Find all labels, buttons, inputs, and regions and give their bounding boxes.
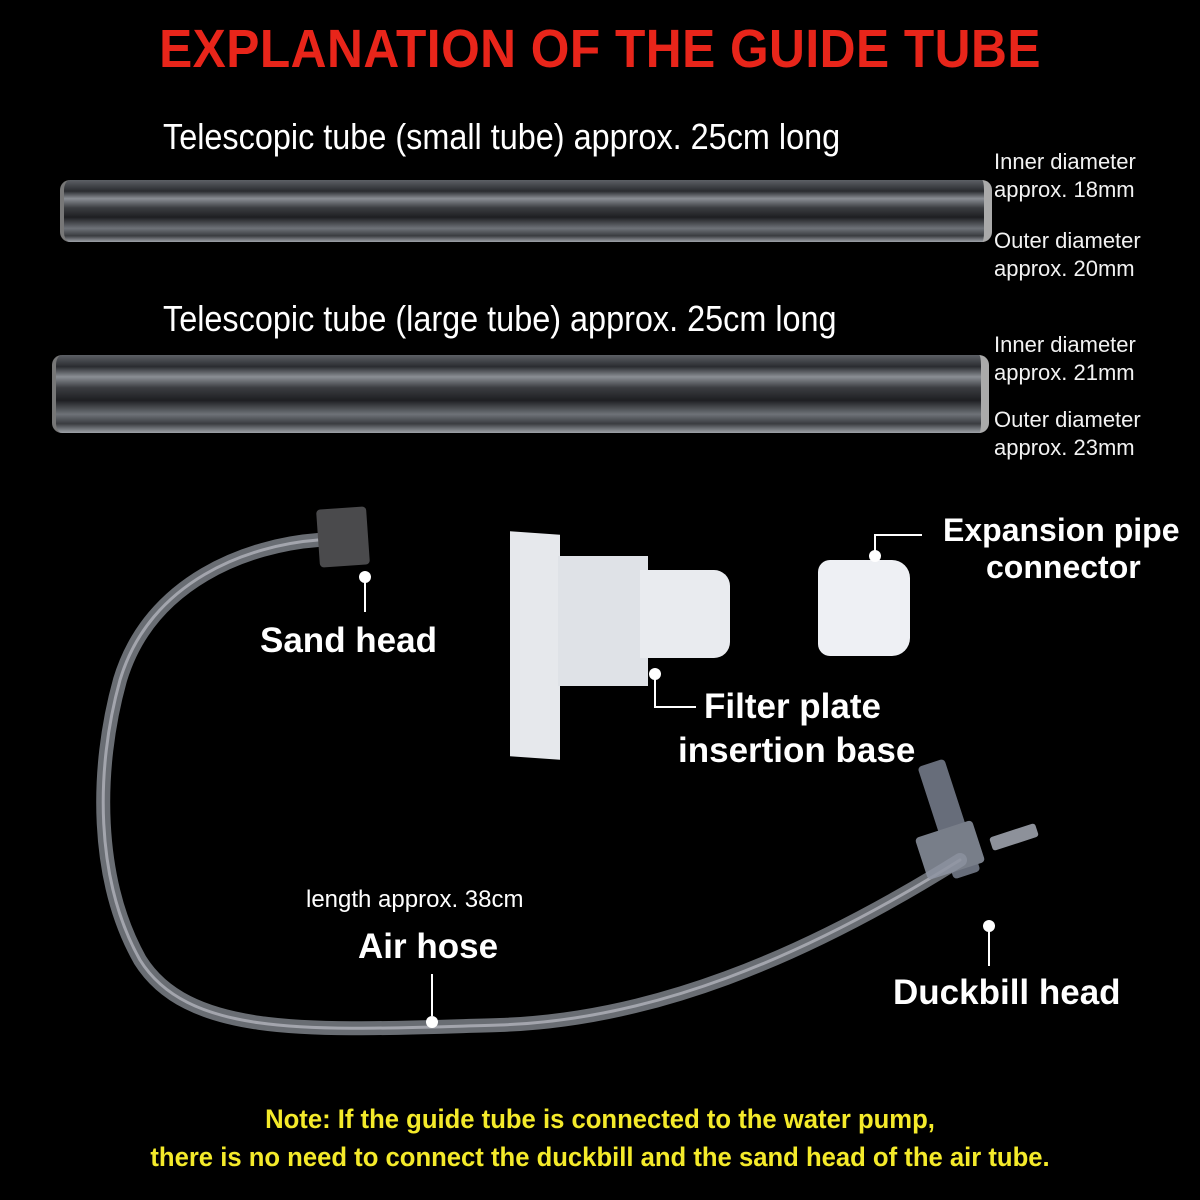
large-tube-inner-diameter: Inner diameter approx. 21mm (994, 332, 1136, 385)
filter-plate-label-line1: Filter plate (704, 687, 881, 726)
expansion-pointer-dot (869, 550, 881, 562)
large-tube-outer-diameter: Outer diameter approx. 23mm (994, 407, 1141, 460)
large-tube-label: Telescopic tube (large tube) approx. 25c… (163, 298, 837, 339)
air-hose-label: Air hose (358, 927, 499, 966)
note-line-1: Note: If the guide tube is connected to … (265, 1104, 935, 1134)
expansion-leader-horizontal (874, 534, 922, 536)
air-hose-length-label: length approx. 38cm (306, 886, 524, 913)
filter-plate-pointer-dot (649, 668, 661, 680)
air-hose-pointer-dot (426, 1016, 438, 1028)
small-tube-image (60, 180, 992, 242)
duckbill-pointer-dot (983, 920, 995, 932)
sand-head-leader-line (364, 580, 366, 612)
small-tube-inner-diameter: Inner diameter approx. 18mm (994, 149, 1136, 202)
large-tube-image (52, 355, 989, 433)
small-tube-label: Telescopic tube (small tube) approx. 25c… (163, 116, 841, 157)
duckbill-leader-line (988, 930, 990, 966)
duckbill-head-label: Duckbill head (893, 973, 1121, 1012)
expansion-label-line1: Expansion pipe (943, 512, 1180, 548)
page-title: EXPLANATION OF THE GUIDE TUBE (159, 19, 1041, 79)
sand-head-label: Sand head (260, 621, 437, 660)
filter-plate-leader-horizontal (654, 706, 696, 708)
expansion-leader-vertical (874, 534, 876, 552)
note-line-2: there is no need to connect the duckbill… (150, 1142, 1050, 1172)
filter-plate-leader-vertical (654, 678, 656, 708)
filter-plate-base-image (510, 531, 560, 760)
filter-plate-base-body (558, 556, 648, 686)
small-tube-outer-diameter: Outer diameter approx. 20mm (994, 228, 1141, 281)
sand-head-pointer-dot (359, 571, 371, 583)
filter-plate-label-line2: insertion base (678, 731, 916, 770)
filter-plate-base-neck (640, 570, 730, 658)
expansion-connector-image (818, 560, 910, 656)
air-hose-leader-line (431, 974, 433, 1016)
expansion-label-line2: connector (986, 549, 1141, 585)
